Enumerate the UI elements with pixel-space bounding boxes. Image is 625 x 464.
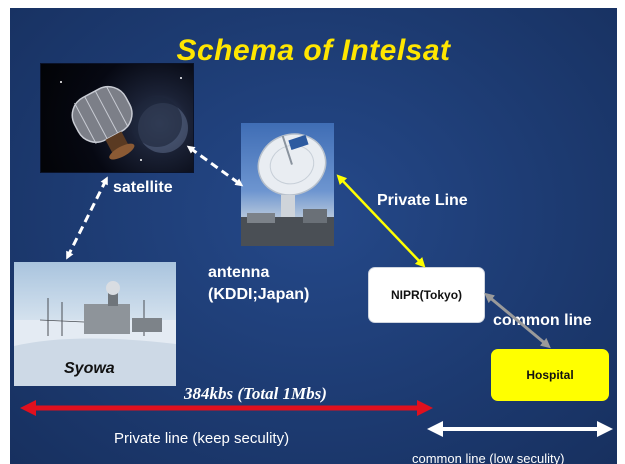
- antenna-label: antenna (KDDI;Japan): [208, 262, 309, 306]
- hospital-label: Hospital: [526, 368, 574, 382]
- syowa-photo: [14, 262, 176, 386]
- satellite-photo: [40, 63, 194, 173]
- hospital-node: Hospital: [491, 349, 609, 401]
- antenna-label-line2: (KDDI;Japan): [208, 286, 310, 303]
- satellite-syowa-link: [66, 176, 108, 260]
- syowa-station-illustration: [14, 281, 176, 386]
- nipr-node: NIPR(Tokyo): [368, 267, 485, 323]
- satellite-illustration: [60, 77, 188, 161]
- rate-label: 384kbs (Total 1Mbs): [184, 384, 327, 403]
- common-line-security-label: common line (low seculity): [412, 451, 565, 464]
- syowa-label: Syowa: [64, 360, 115, 377]
- antenna-nipr-link: [336, 174, 426, 268]
- satellite-label: satellite: [113, 179, 173, 196]
- satellite-antenna-link: [186, 145, 244, 187]
- slide: Schema of Intelsat: [10, 8, 617, 464]
- nipr-hospital-link: [484, 292, 551, 349]
- antenna-dish-illustration: [241, 133, 334, 246]
- antenna-label-line1: antenna: [208, 264, 270, 281]
- slide-title: Schema of Intelsat: [176, 34, 451, 67]
- private-line-security-label: Private line (keep seculity): [114, 430, 290, 447]
- antenna-photo: [241, 123, 334, 246]
- nipr-label: NIPR(Tokyo): [390, 288, 463, 302]
- connectors: [20, 145, 613, 437]
